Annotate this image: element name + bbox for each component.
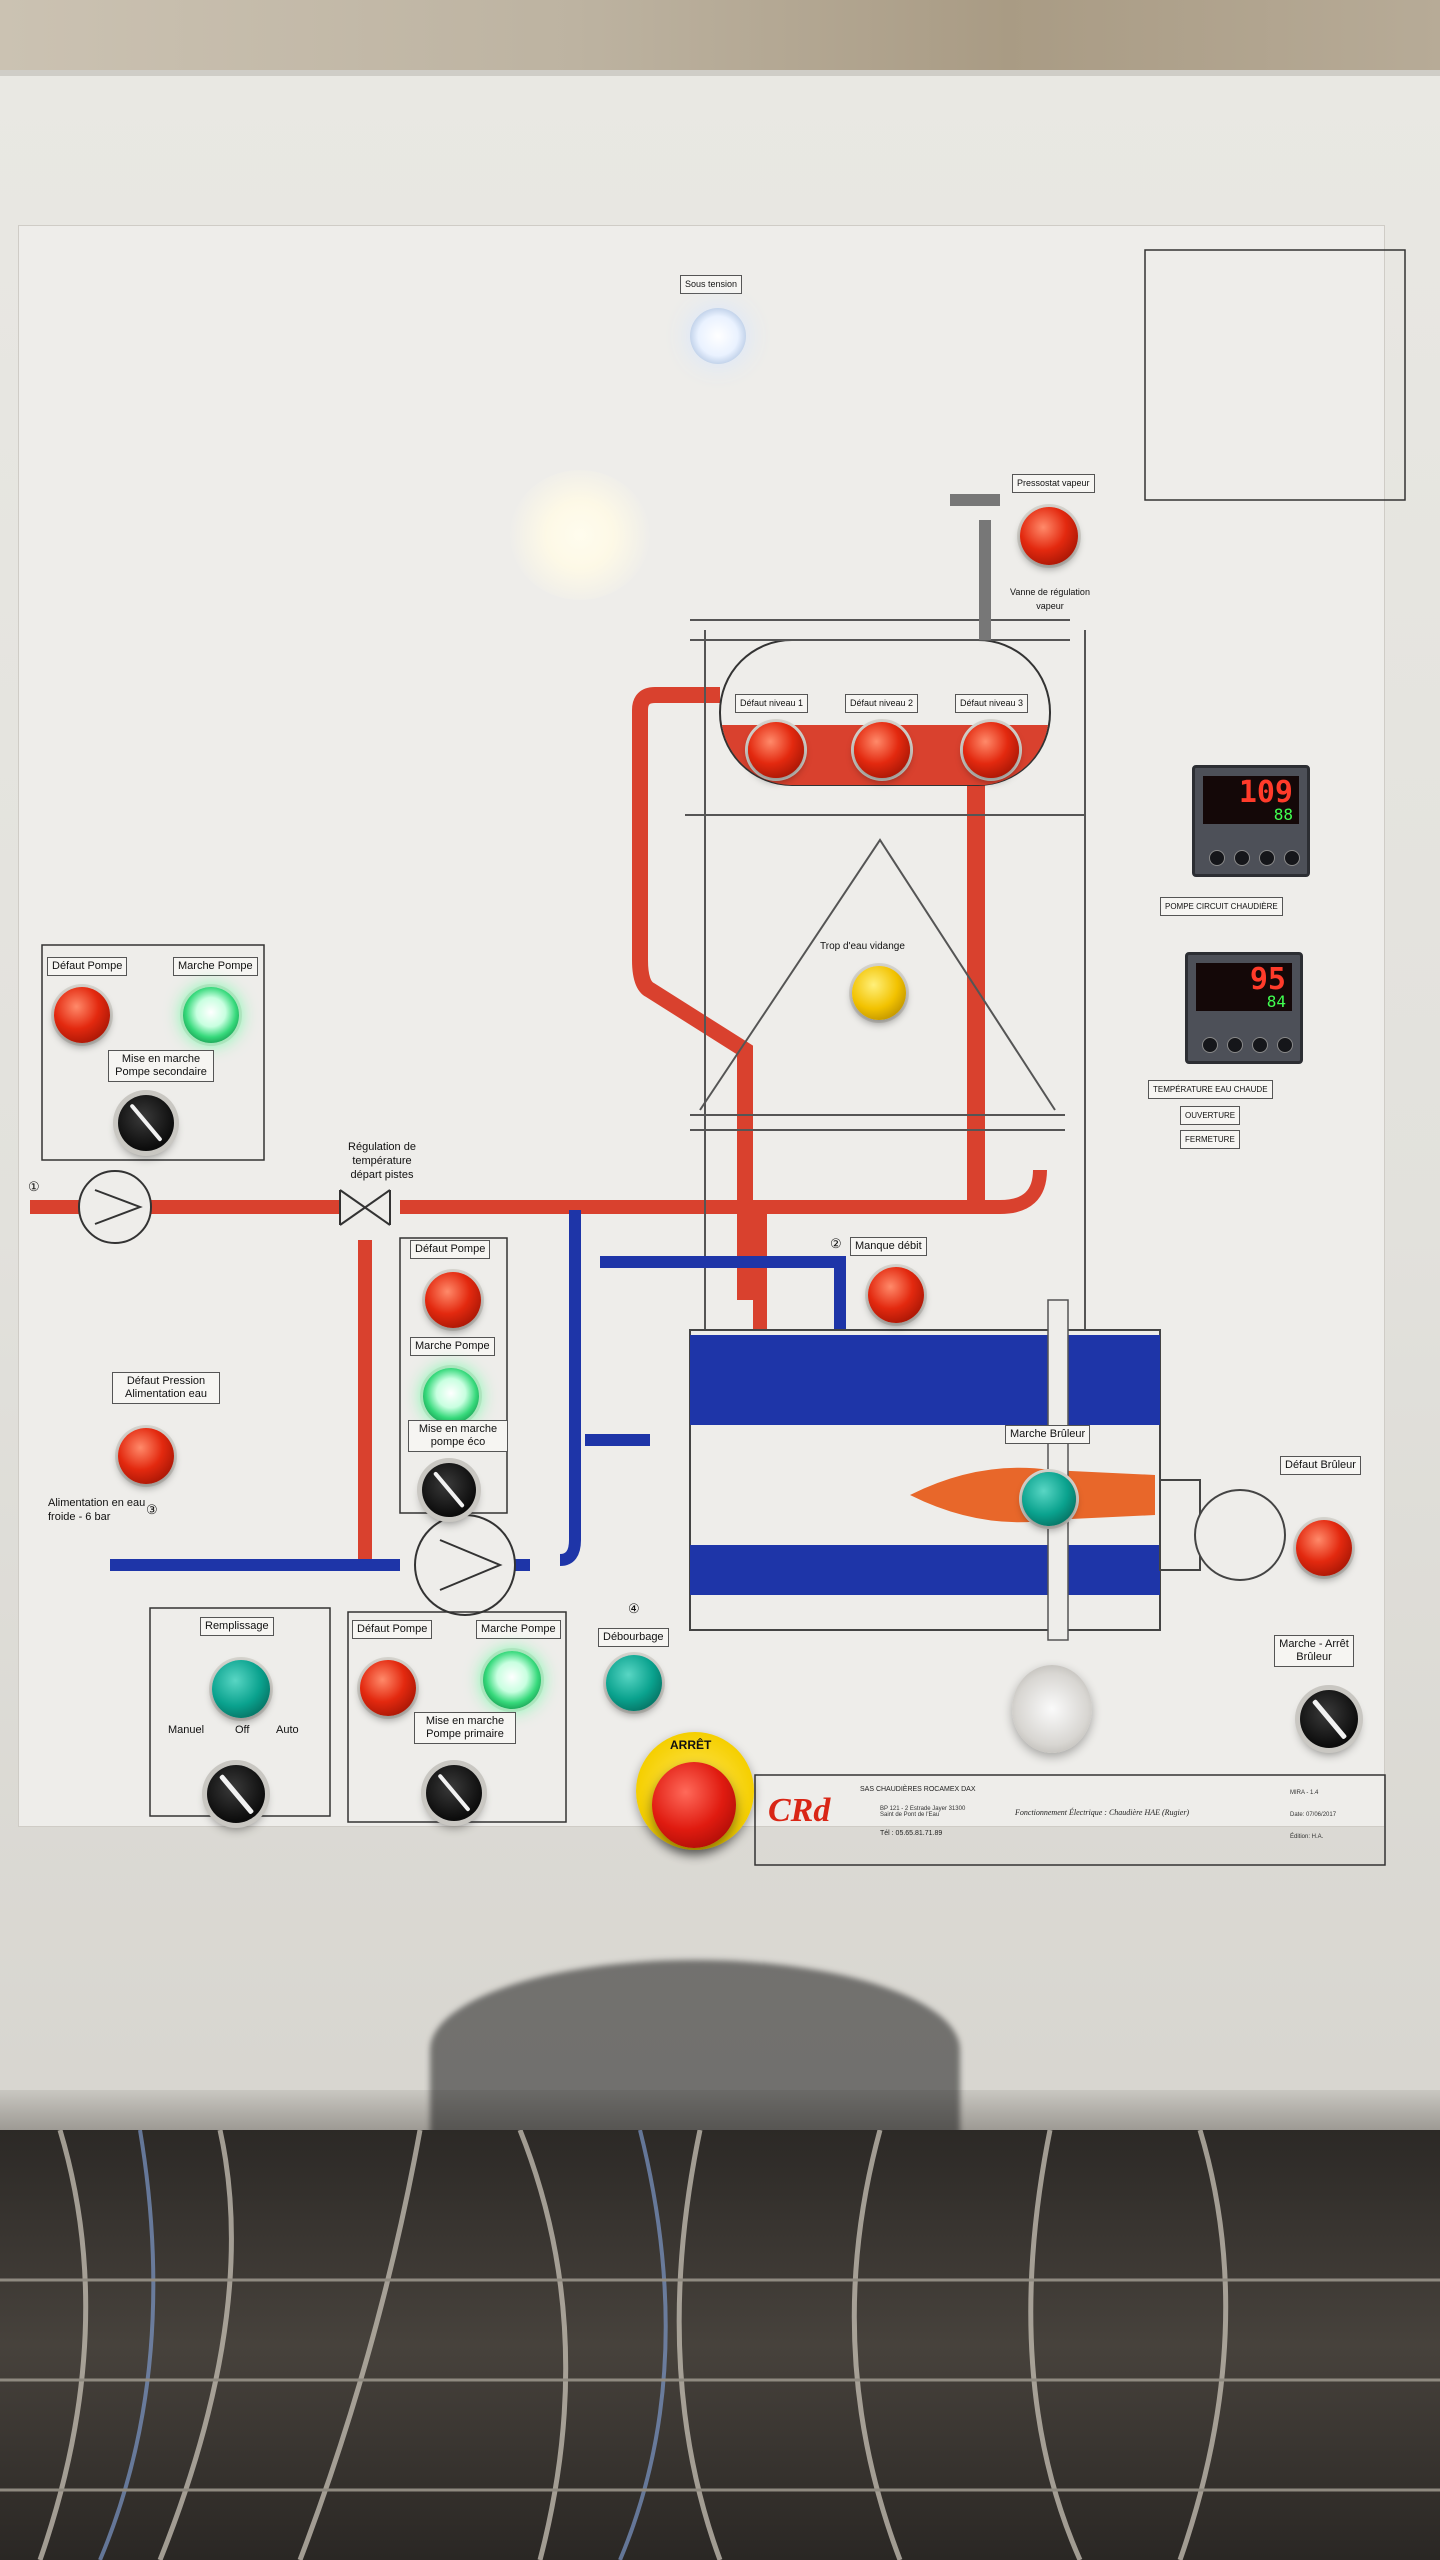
primary-pump-fault-lamp <box>360 1660 416 1716</box>
eco-pump-switch-label: Mise en marche pompe éco <box>408 1420 508 1452</box>
company-address: BP 121 - 2 Estrade Jayer 31300 Saint de … <box>880 1806 966 1818</box>
regulation-label: Régulation de température départ pistes <box>348 1141 416 1181</box>
cable-bundle <box>0 2130 1440 2560</box>
burner-switch-label: Marche - Arrêt Brûleur <box>1274 1635 1354 1667</box>
power-indicator-lamp <box>690 308 746 364</box>
steam-pressure-lamp <box>1020 507 1078 565</box>
primary-pump-fault-label: Défaut Pompe <box>352 1620 433 1639</box>
burner-fault-label: Défaut Brûleur <box>1280 1456 1361 1475</box>
secondary-pump-switch-label: Mise en marche Pompe secondaire <box>108 1050 214 1082</box>
pressure-fault-lamp <box>118 1428 174 1484</box>
controller-keys[interactable] <box>1209 850 1300 866</box>
blowdown-lamp <box>606 1655 662 1711</box>
overflow-label: Trop d'eau vidange <box>820 941 905 952</box>
power-lamp-label: Sous tension <box>680 275 743 294</box>
photographer-shadow <box>430 1960 960 2140</box>
secondary-pump-fault-lamp <box>54 987 110 1043</box>
controller-keys[interactable] <box>1202 1037 1293 1053</box>
level2-label: Défaut niveau 2 <box>845 694 919 713</box>
controller-display: 109 88 <box>1203 776 1299 824</box>
controller2-label: TEMPÉRATURE EAU CHAUDE <box>1148 1080 1273 1099</box>
supply-label: Alimentation en eau froide - 6 bar <box>48 1497 146 1523</box>
eco-pump-run-lamp <box>423 1368 479 1424</box>
blowdown-number: ④ <box>628 1601 640 1616</box>
burner-run-lamp <box>1022 1472 1076 1526</box>
secondary-pump-fault-label: Défaut Pompe <box>47 957 128 976</box>
flow-fault-lamp <box>868 1267 924 1323</box>
company-phone: Tél : 05.65.81.71.89 <box>880 1830 943 1837</box>
title-block: CRd SAS CHAUDIÈRES ROCAMEX DAX BP 121 - … <box>760 1778 1380 1862</box>
legend-block <box>1150 255 1400 495</box>
steam-valve-label: Vanne de régulation vapeur <box>1010 587 1090 611</box>
level3-lamp <box>963 722 1019 778</box>
level1-label: Défaut niveau 1 <box>735 694 809 713</box>
hot-water-controller[interactable]: 95 84 <box>1185 952 1303 1064</box>
fill-selector-knob[interactable] <box>207 1765 265 1823</box>
level2-lamp <box>854 722 910 778</box>
company-logo: CRd <box>768 1792 831 1829</box>
fill-manual-label: Manuel <box>168 1724 205 1736</box>
fill-label: Remplissage <box>200 1617 274 1636</box>
drawing-title: Fonctionnement Électrique : Chaudière HA… <box>1015 1808 1190 1817</box>
primary-pump-run-lamp <box>483 1651 541 1709</box>
controller2-close-label: FERMETURE <box>1180 1130 1240 1149</box>
emergency-stop-button[interactable] <box>652 1762 736 1848</box>
fill-off-label: Off <box>235 1724 250 1736</box>
primary-pump-switch-label: Mise en marche Pompe primaire <box>414 1712 516 1744</box>
alarm-siren <box>1012 1665 1092 1753</box>
company-name: SAS CHAUDIÈRES ROCAMEX DAX <box>860 1786 976 1793</box>
controller-setpoint-value: 88 <box>1273 805 1293 824</box>
burner-selector-knob[interactable] <box>1300 1690 1358 1748</box>
emergency-stop-label: ARRÊT <box>670 1738 712 1752</box>
secondary-pump-run-label: Marche Pompe <box>173 957 258 976</box>
fill-lamp <box>212 1660 270 1718</box>
wall-background <box>0 0 1440 80</box>
flow-fault-label: Manque débit <box>850 1237 927 1256</box>
controller-setpoint-value: 84 <box>1266 992 1286 1011</box>
level1-lamp <box>748 722 804 778</box>
boiler-pump-controller[interactable]: 109 88 <box>1192 765 1310 877</box>
flow-number: ② <box>830 1236 842 1251</box>
burner-fault-lamp <box>1296 1520 1352 1576</box>
controller1-label: POMPE CIRCUIT CHAUDIÈRE <box>1160 897 1283 916</box>
eco-pump-run-label: Marche Pompe <box>410 1337 495 1356</box>
light-glare <box>510 470 650 600</box>
drawing-ref1: MIRA - 1.4 <box>1290 1790 1319 1796</box>
burner-run-label: Marche Brûleur <box>1005 1425 1091 1444</box>
controller-process-value: 109 <box>1238 775 1293 810</box>
blowdown-label: Débourbage <box>598 1628 669 1647</box>
steam-pressure-label: Pressostat vapeur <box>1012 474 1095 493</box>
secondary-pump-selector-knob[interactable] <box>118 1095 174 1151</box>
eco-pump-fault-label: Défaut Pompe <box>410 1240 491 1259</box>
drawing-ref3: Édition: H.A. <box>1290 1834 1324 1840</box>
primary-pump-run-label: Marche Pompe <box>476 1620 561 1639</box>
eco-pump-fault-lamp <box>425 1272 481 1328</box>
controller2-open-label: OUVERTURE <box>1180 1106 1241 1125</box>
pressure-fault-label: Défaut Pression Alimentation eau <box>112 1372 220 1404</box>
secondary-pump-run-lamp <box>183 987 239 1043</box>
overflow-lamp <box>852 966 906 1020</box>
level3-label: Défaut niveau 3 <box>955 694 1029 713</box>
fill-auto-label: Auto <box>276 1724 299 1736</box>
regulation-number: ① <box>28 1179 40 1194</box>
controller-process-value: 95 <box>1249 962 1286 997</box>
primary-pump-selector-knob[interactable] <box>426 1765 482 1821</box>
controller-display: 95 84 <box>1196 963 1292 1011</box>
eco-pump-selector-knob[interactable] <box>422 1463 476 1517</box>
drawing-ref2: Date: 07/06/2017 <box>1290 1812 1337 1818</box>
supply-number: ③ <box>146 1502 158 1517</box>
